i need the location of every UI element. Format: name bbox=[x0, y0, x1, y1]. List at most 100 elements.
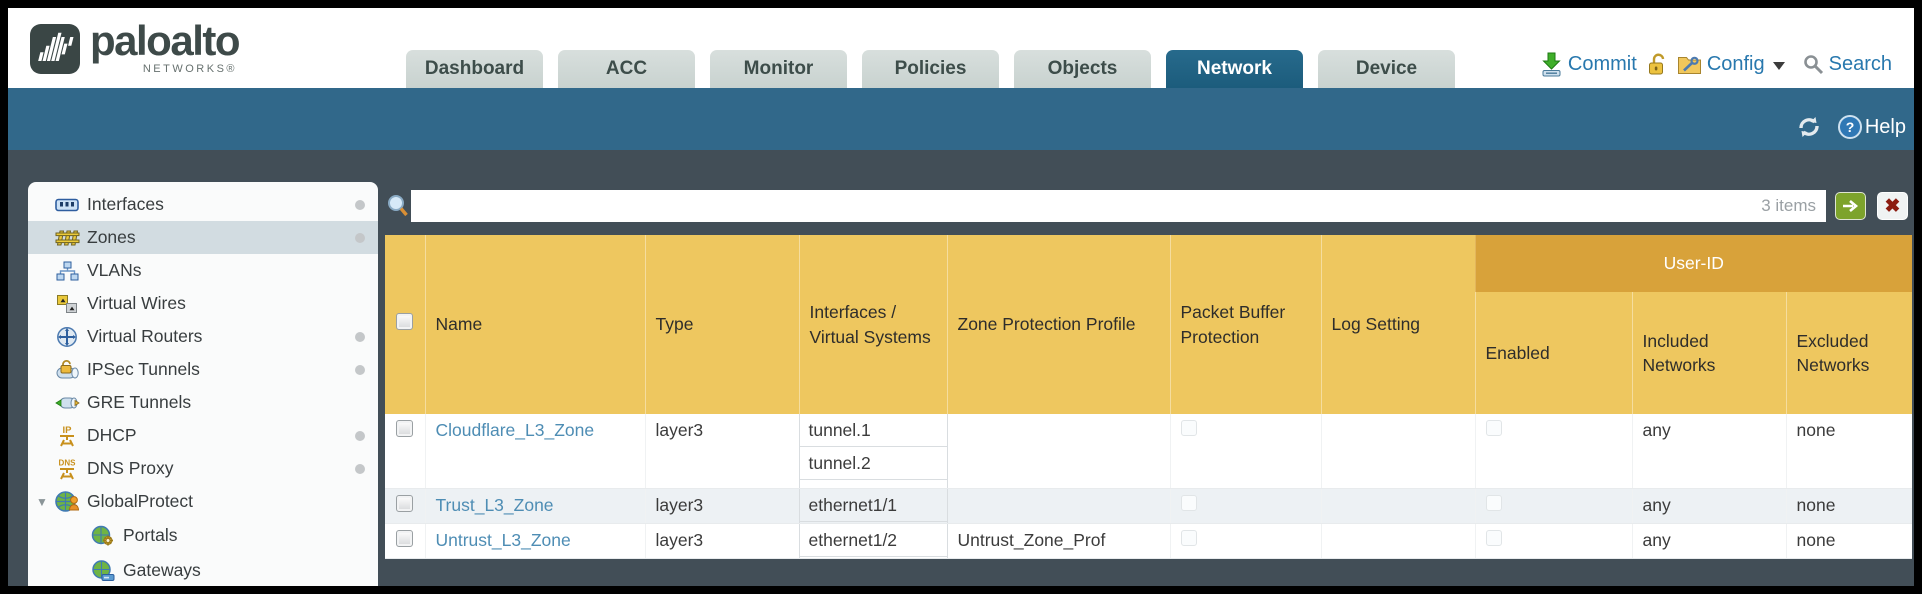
config-button[interactable]: Config bbox=[1677, 53, 1785, 76]
sidebar-item-dhcp[interactable]: IP DHCP bbox=[28, 419, 378, 452]
sidebar-item-label: GlobalProtect bbox=[87, 491, 194, 511]
filter-input[interactable]: 3 items bbox=[411, 190, 1826, 222]
notification-dot bbox=[355, 364, 365, 375]
zone-type-cell: layer3 bbox=[644, 414, 799, 489]
sidebar-item-gateways[interactable]: Gateways bbox=[28, 553, 378, 586]
zones-table: Name Type Interfaces / Virtual Systems Z… bbox=[385, 235, 1912, 559]
column-header-enabled[interactable]: Enabled bbox=[1474, 292, 1632, 414]
packet-buffer-cell bbox=[1169, 414, 1321, 489]
top-action-bar: Commit Config S bbox=[1540, 48, 1892, 80]
search-label: Search bbox=[1828, 52, 1892, 75]
lock-icon[interactable] bbox=[1647, 52, 1667, 77]
packet-buffer-checkbox[interactable] bbox=[1180, 420, 1197, 436]
column-header-packet-buffer-protection[interactable]: Packet Buffer Protection bbox=[1169, 235, 1321, 414]
zone-name-link[interactable]: Cloudflare_L3_Zone bbox=[435, 420, 595, 440]
select-all-header bbox=[385, 235, 425, 414]
tab-objects[interactable]: Objects bbox=[1014, 50, 1151, 88]
commit-button[interactable]: Commit bbox=[1540, 52, 1637, 77]
sidebar-item-virtual-routers[interactable]: Virtual Routers bbox=[28, 320, 378, 353]
vlans-icon bbox=[54, 259, 80, 283]
packet-buffer-checkbox[interactable] bbox=[1180, 494, 1197, 511]
svg-text:DNS: DNS bbox=[59, 458, 77, 467]
sidebar-item-portals[interactable]: Portals bbox=[28, 518, 378, 553]
dns-proxy-icon: DNS bbox=[54, 457, 80, 481]
included-networks-cell: any bbox=[1631, 488, 1786, 524]
clear-filter-button[interactable]: ✖ bbox=[1877, 192, 1908, 220]
interface-item: ethernet1/2 bbox=[799, 524, 947, 557]
sidebar-item-gre-tunnels[interactable]: GRE Tunnels bbox=[28, 386, 378, 419]
tab-dashboard[interactable]: Dashboard bbox=[406, 50, 543, 88]
gateways-icon bbox=[90, 559, 116, 583]
collapse-triangle-icon[interactable]: ▼ bbox=[36, 494, 48, 509]
zone-name-link[interactable]: Trust_L3_Zone bbox=[435, 494, 554, 515]
zone-name-link[interactable]: Untrust_L3_Zone bbox=[435, 529, 571, 550]
sidebar-item-dns-proxy[interactable]: DNS DNS Proxy bbox=[28, 452, 378, 485]
sidebar-item-label: VLANs bbox=[87, 260, 142, 280]
packet-buffer-checkbox[interactable] bbox=[1180, 529, 1197, 546]
refresh-icon[interactable] bbox=[1795, 115, 1823, 139]
virtual-wires-icon bbox=[54, 292, 80, 316]
top-bar: paloalto NETWORKS® Dashboard ACC Monitor… bbox=[8, 8, 1914, 88]
sidebar-item-ipsec-tunnels[interactable]: IPSec Tunnels bbox=[28, 353, 378, 386]
column-header-interfaces[interactable]: Interfaces / Virtual Systems bbox=[798, 235, 947, 414]
svg-text:?: ? bbox=[1846, 119, 1855, 135]
paloalto-logo: paloalto NETWORKS® bbox=[30, 17, 241, 75]
sidebar-item-label: Zones bbox=[87, 227, 136, 247]
help-icon: ? bbox=[1837, 115, 1862, 139]
sidebar-item-label: Portals bbox=[123, 525, 178, 545]
sidebar-item-vlans[interactable]: VLANs bbox=[28, 254, 378, 287]
column-header-type[interactable]: Type bbox=[644, 235, 799, 414]
row-checkbox[interactable] bbox=[396, 420, 414, 437]
tab-policies[interactable]: Policies bbox=[862, 50, 999, 88]
globalprotect-icon bbox=[54, 490, 80, 514]
interfaces-icon bbox=[54, 193, 80, 217]
tab-acc[interactable]: ACC bbox=[558, 50, 695, 88]
interface-item: tunnel.1 bbox=[799, 414, 947, 447]
zone-type-cell: layer3 bbox=[644, 488, 799, 524]
svg-text:IP: IP bbox=[63, 425, 73, 436]
chevron-down-icon bbox=[1772, 61, 1785, 70]
main-tabs: Dashboard ACC Monitor Policies Objects N… bbox=[406, 50, 1455, 88]
app-window: paloalto NETWORKS® Dashboard ACC Monitor… bbox=[8, 8, 1914, 586]
tab-device[interactable]: Device bbox=[1318, 50, 1455, 88]
column-header-zone-protection-profile[interactable]: Zone Protection Profile bbox=[946, 235, 1170, 414]
user-id-enabled-checkbox[interactable] bbox=[1485, 494, 1502, 511]
column-header-log-setting[interactable]: Log Setting bbox=[1320, 235, 1475, 414]
user-id-enabled-cell bbox=[1474, 523, 1632, 559]
column-header-name[interactable]: Name bbox=[424, 235, 645, 414]
clear-x-icon: ✖ bbox=[1884, 195, 1901, 217]
sidebar-item-zones[interactable]: Zones bbox=[28, 221, 378, 254]
tab-monitor[interactable]: Monitor bbox=[710, 50, 847, 88]
sidebar-item-label: DHCP bbox=[87, 425, 137, 445]
zone-protection-profile-cell bbox=[946, 414, 1170, 489]
config-label: Config bbox=[1706, 52, 1765, 75]
user-id-enabled-checkbox[interactable] bbox=[1485, 420, 1502, 436]
packet-buffer-cell bbox=[1169, 523, 1321, 559]
sidebar-item-label: Interfaces bbox=[87, 194, 164, 214]
packet-buffer-cell bbox=[1169, 488, 1321, 524]
notification-dot bbox=[355, 232, 365, 243]
tab-network[interactable]: Network bbox=[1166, 50, 1303, 88]
sidebar-item-globalprotect[interactable]: ▼ GlobalProtect bbox=[28, 485, 378, 518]
help-button[interactable]: ? Help bbox=[1837, 114, 1906, 140]
filter-bar: 3 items ✖ bbox=[385, 188, 1912, 226]
column-header-included-networks[interactable]: Included Networks bbox=[1631, 292, 1786, 414]
zone-interfaces-cell: tunnel.1 tunnel.2 bbox=[798, 414, 948, 489]
brand-name: paloalto bbox=[90, 17, 241, 64]
row-checkbox[interactable] bbox=[396, 529, 414, 547]
column-header-excluded-networks[interactable]: Excluded Networks bbox=[1785, 292, 1912, 414]
sidebar-item-virtual-wires[interactable]: Virtual Wires bbox=[28, 287, 378, 320]
zone-interfaces-cell: ethernet1/2 bbox=[798, 523, 948, 559]
notification-dot bbox=[355, 331, 365, 342]
table-row: Cloudflare_L3_Zone layer3 tunnel.1 tunne… bbox=[385, 414, 1912, 489]
user-id-enabled-checkbox[interactable] bbox=[1485, 529, 1502, 546]
search-button[interactable]: Search bbox=[1803, 53, 1892, 76]
row-checkbox[interactable] bbox=[396, 494, 414, 512]
sidebar-item-label: Virtual Routers bbox=[87, 326, 203, 346]
select-all-checkbox[interactable] bbox=[396, 313, 414, 331]
sidebar-item-label: GRE Tunnels bbox=[87, 392, 192, 412]
brand-subtitle: NETWORKS® bbox=[142, 63, 238, 75]
portals-icon bbox=[90, 524, 116, 548]
apply-filter-button[interactable] bbox=[1835, 192, 1866, 220]
sidebar-item-interfaces[interactable]: Interfaces bbox=[28, 188, 378, 221]
